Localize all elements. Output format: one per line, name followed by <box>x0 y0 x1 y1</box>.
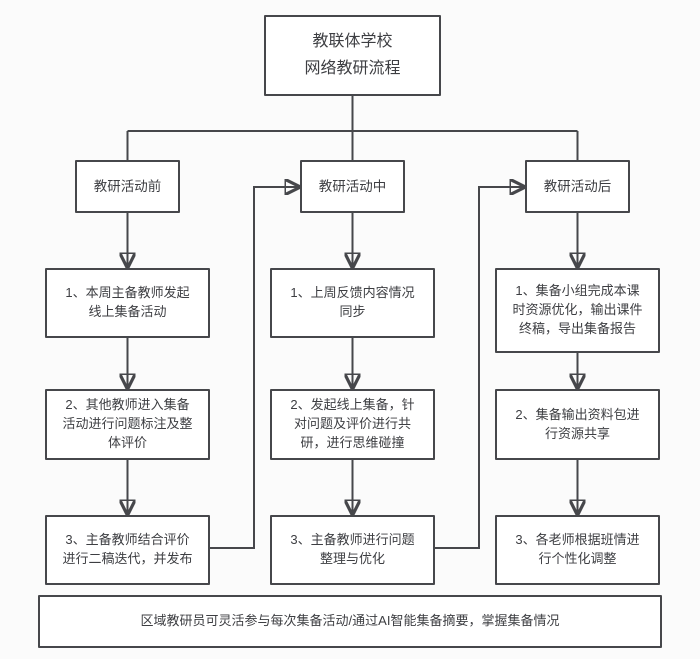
step-box-during-2: 2、发起线上集备，针 对问题及评价进行共 研，进行思维碰撞 <box>270 389 435 460</box>
step-box-before-2: 2、其他教师进入集备 活动进行问题标注及整 体评价 <box>45 389 210 460</box>
step-box-after-2: 2、集备输出资料包进 行资源共享 <box>495 389 660 460</box>
step-box-during-1: 1、上周反馈内容情况 同步 <box>270 268 435 338</box>
step-box-during-3: 3、主备教师进行问题 整理与优化 <box>270 515 435 585</box>
step-box-before-1: 1、本周主备教师发起 线上集备活动 <box>45 268 210 338</box>
phase-box-before: 教研活动前 <box>75 160 180 213</box>
arrow-during-step3-to-after-header <box>433 187 523 549</box>
step-box-after-3: 3、各老师根据班情进 行个性化调整 <box>495 515 660 585</box>
step-box-before-3: 3、主备教师结合评价 进行二稿迭代，并发布 <box>45 515 210 585</box>
phase-box-during: 教研活动中 <box>300 160 405 213</box>
footer-note-box: 区域教研员可灵活参与每次集备活动/通过AI智能集备摘要，掌握集备情况 <box>38 595 662 648</box>
step-box-after-1: 1、集备小组完成本课 时资源优化，输出课件 终稿，导出集备报告 <box>495 268 660 353</box>
arrow-before-step3-to-during-header <box>210 187 298 549</box>
phase-box-after: 教研活动后 <box>525 160 630 213</box>
flow-title-box: 教联体学校 网络教研流程 <box>264 15 441 96</box>
